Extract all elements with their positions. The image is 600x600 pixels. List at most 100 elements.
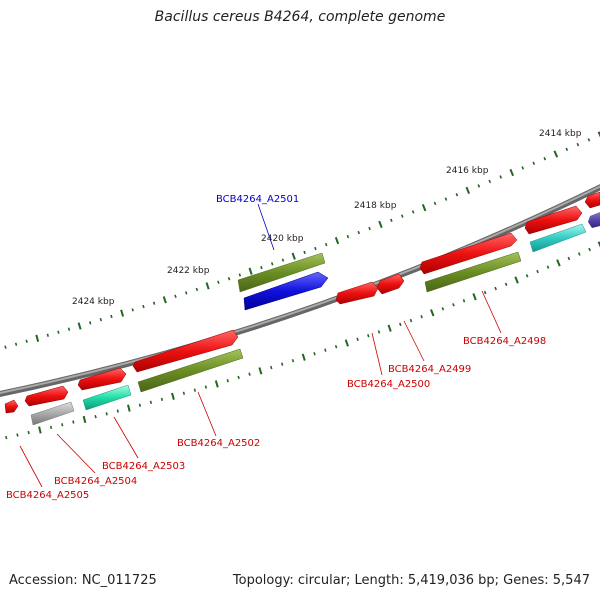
scale-tick <box>536 269 539 274</box>
scale-tick <box>72 420 75 424</box>
gene-label-a2504[interactable]: BCB4264_A2504 <box>54 476 137 487</box>
scale-tick <box>291 359 295 363</box>
scale-tick <box>367 334 370 338</box>
scale-tick <box>390 218 393 222</box>
gene-red-edge[interactable] <box>584 191 600 209</box>
scale-tick <box>499 175 503 179</box>
gene-a2501-blue-arrow[interactable] <box>243 271 329 311</box>
scale-label-2422: 2422 kbp <box>167 266 210 276</box>
gene-cyan-right[interactable] <box>529 223 587 253</box>
scale-tick <box>477 184 481 188</box>
scale-tick <box>324 242 328 247</box>
scale-tick <box>38 426 42 434</box>
scale-tick <box>543 157 547 161</box>
scale-tick <box>462 299 466 303</box>
scale-tick <box>324 348 327 352</box>
scale-tick <box>576 142 580 147</box>
gene-label-a2505[interactable]: BCB4264_A2505 <box>6 490 89 501</box>
gene-red-2498[interactable] <box>419 232 518 275</box>
scale-tick <box>313 352 316 356</box>
scale-tick <box>567 256 571 261</box>
scale-tick <box>525 274 529 278</box>
scale-tick <box>16 433 19 437</box>
scale-tick <box>127 404 131 412</box>
gene-a2501-olive-bar[interactable] <box>237 252 326 293</box>
scale-tick <box>227 276 231 281</box>
gene-red-2504[interactable] <box>24 385 69 407</box>
scale-tick <box>344 339 349 347</box>
gene-red-2500a[interactable] <box>335 281 379 305</box>
gene-olive-2498[interactable] <box>424 251 522 293</box>
scale-tick <box>214 380 219 388</box>
gene-label-a2500[interactable]: BCB4264_A2500 <box>347 379 430 390</box>
scale-tick <box>387 324 392 332</box>
scale-tick <box>356 337 359 342</box>
scale-tick <box>248 372 251 376</box>
scale-tick <box>421 204 427 212</box>
scale-tick <box>465 186 471 194</box>
scale-tick <box>514 276 519 284</box>
scale-tick <box>204 385 208 389</box>
scale-tick <box>226 379 229 383</box>
scale-tick <box>260 265 263 270</box>
scale-tick <box>195 287 199 292</box>
gene-red-right[interactable] <box>524 205 583 235</box>
scale-tick <box>587 138 591 142</box>
scale-tick <box>280 362 284 366</box>
scale-tick <box>378 220 383 229</box>
gene-label-a2498[interactable]: BCB4264_A2498 <box>463 336 546 347</box>
scale-tick <box>138 403 142 407</box>
scale-tick <box>61 423 64 427</box>
scale-tick <box>258 367 263 375</box>
scale-tick <box>89 321 92 325</box>
scale-tick <box>182 391 186 395</box>
scale-label-2420: 2420 kbp <box>261 234 304 244</box>
scale-tick <box>377 330 381 334</box>
genome-summary-text: Topology: circular; Length: 5,419,036 bp… <box>232 573 590 588</box>
scale-tick <box>46 333 49 337</box>
gene-red-2503[interactable] <box>77 367 127 391</box>
scale-tick <box>4 345 7 349</box>
outer-scale-track <box>4 131 600 349</box>
scale-tick <box>409 318 413 323</box>
scale-tick <box>99 317 103 322</box>
accession-text: Accession: NC_011725 <box>9 573 157 588</box>
scale-tick <box>162 296 167 304</box>
scale-tick <box>291 252 296 260</box>
scale-tick <box>5 435 8 440</box>
scale-tick <box>105 412 108 416</box>
gene-mint-2503[interactable] <box>82 384 132 411</box>
scale-tick <box>205 282 210 290</box>
scale-tick <box>472 293 477 301</box>
scale-tick <box>184 291 188 295</box>
scale-tick <box>270 262 274 266</box>
gene-olive-2502[interactable] <box>137 348 244 393</box>
gene-purple-edge[interactable] <box>588 212 600 228</box>
gene-label-a2499[interactable]: BCB4264_A2499 <box>388 364 471 375</box>
scale-tick <box>152 301 156 305</box>
gene-label-a2501[interactable]: BCB4264_A2501 <box>216 194 299 205</box>
gene-grey-2504[interactable] <box>30 401 75 426</box>
gene-red-2505[interactable] <box>4 399 19 414</box>
scale-tick <box>131 308 134 312</box>
gene-red-2502[interactable] <box>132 329 239 373</box>
scale-tick <box>334 344 338 349</box>
scale-tick <box>303 250 306 255</box>
inner-scale-track <box>5 241 600 440</box>
scale-tick <box>110 314 113 319</box>
scale-tick <box>546 265 550 269</box>
genome-title: Bacillus cereus B4264, complete genome <box>154 9 446 25</box>
gene-label-a2502[interactable]: BCB4264_A2502 <box>177 438 260 449</box>
scale-tick <box>57 330 60 334</box>
scale-tick <box>248 267 253 275</box>
scale-tick <box>14 342 18 346</box>
scale-label-2414: 2414 kbp <box>539 129 582 139</box>
gene-label-a2503[interactable]: BCB4264_A2503 <box>102 461 185 472</box>
scale-tick <box>452 303 455 307</box>
scale-tick <box>94 414 97 419</box>
scale-tick <box>368 226 371 231</box>
gene-bcb4264-a2501[interactable] <box>237 252 329 311</box>
scale-tick <box>399 322 402 327</box>
gene-red-2499[interactable] <box>376 273 405 295</box>
